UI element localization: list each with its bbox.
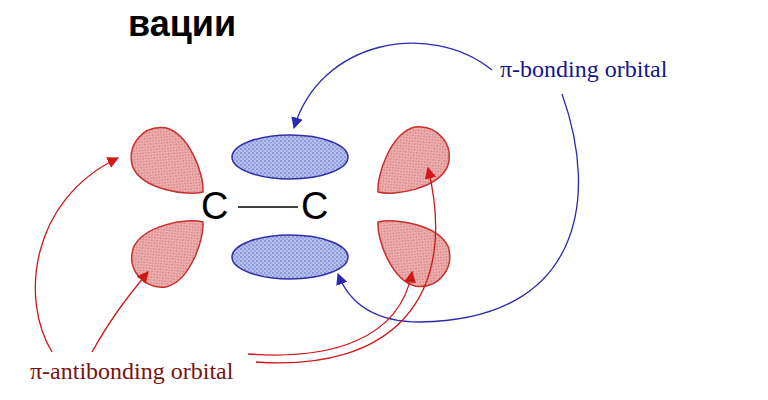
atom-symbol: C xyxy=(201,186,228,228)
bonding-lobes xyxy=(232,135,348,279)
bonding-leaders xyxy=(294,43,578,322)
bond-line xyxy=(238,206,298,208)
atom-symbol: C xyxy=(301,186,328,228)
slide-title: вации xyxy=(128,4,236,44)
orbital-label: π-antibonding orbital xyxy=(30,358,233,384)
antibonding-leaders xyxy=(35,158,435,363)
orbital-label: π-bonding orbital xyxy=(500,56,667,82)
antibonding-lobes xyxy=(120,116,461,299)
